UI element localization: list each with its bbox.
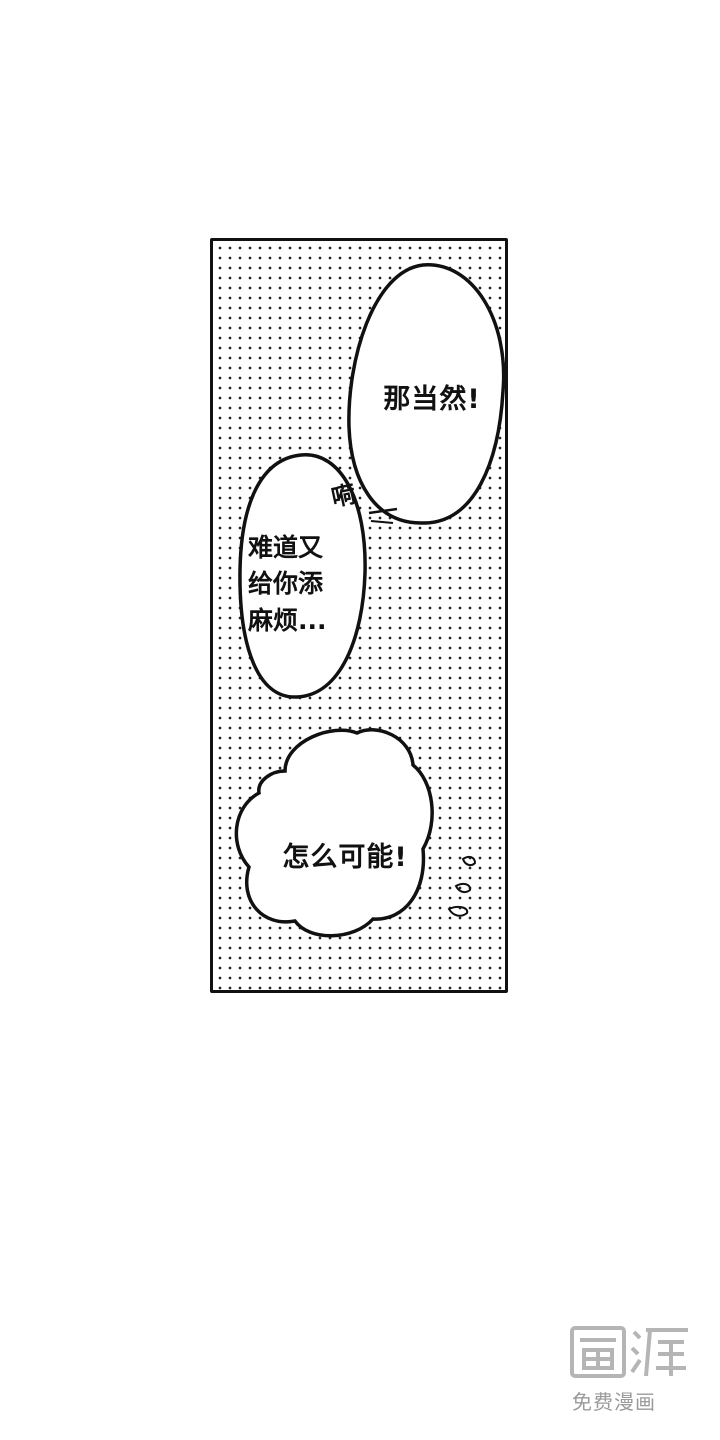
- speech-bubble-top: [347, 263, 505, 525]
- speech-bubble-bottom: [234, 728, 434, 938]
- bubble-text-top: 那当然!: [383, 384, 481, 415]
- sfx-dash-marks: [368, 507, 398, 515]
- comic-panel: [210, 238, 508, 993]
- bubble-text-middle: 难道又 给你添 麻烦...: [248, 533, 327, 635]
- watermark-caption: 免费漫画: [572, 1390, 656, 1414]
- emphasis-drops: [447, 855, 477, 917]
- bubble-text-bottom: 怎么可能!: [282, 842, 408, 873]
- speech-bubble-middle: [238, 453, 367, 699]
- watermark: 免费漫画: [558, 1318, 698, 1418]
- speech-bubbles-art: [234, 263, 505, 938]
- watermark-logo-icon: [570, 1326, 688, 1378]
